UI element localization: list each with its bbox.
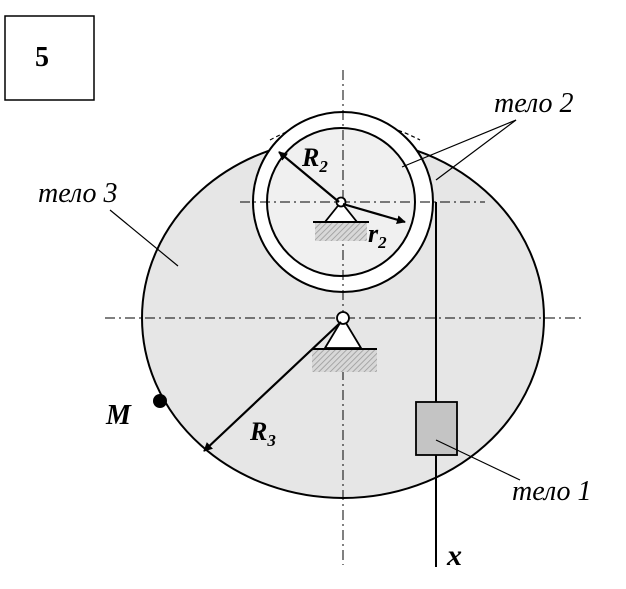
R2-radius-arrow [278,151,340,203]
R3-radius-arrow [203,321,342,452]
problem-number: 5 [35,42,49,73]
label-M: M [105,400,132,431]
problem-number-box [4,15,95,101]
r2-radius-arrow [342,202,406,225]
body2-support [313,196,369,241]
label-R2: R2 [301,143,328,176]
point-M [153,394,167,408]
leader-body2-a [401,119,517,168]
leader-body3 [109,209,179,267]
leader-body1 [435,439,521,481]
label-x: x [446,539,462,572]
leader-body2-b [435,119,517,181]
label-r2: r2 [368,219,387,252]
label-body2: тело 2 [494,88,574,119]
label-body3: тело 3 [38,178,118,209]
label-R3: R3 [249,417,276,450]
body3-support [312,311,377,372]
label-body1: тело 1 [512,476,592,507]
